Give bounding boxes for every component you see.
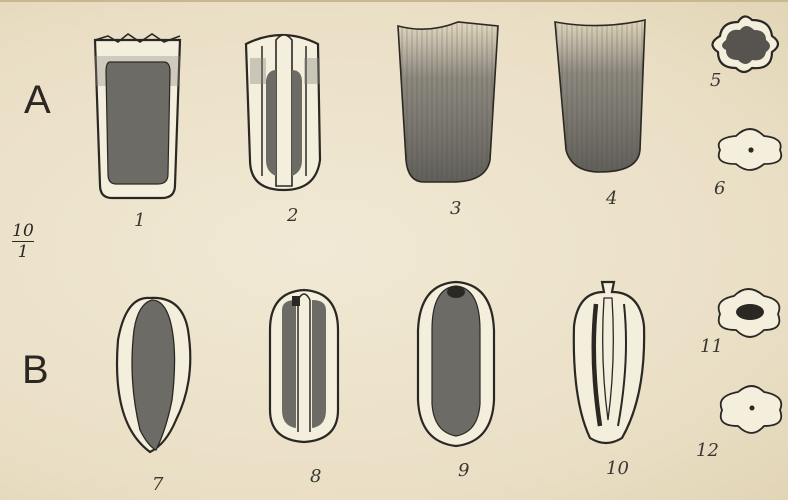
figure-number-1: 1 — [134, 210, 145, 231]
figure-number-4: 4 — [606, 188, 617, 209]
figure-number-12: 12 — [696, 440, 719, 461]
figure-9 — [418, 282, 494, 446]
figure-10 — [574, 282, 644, 443]
figure-number-9: 9 — [458, 460, 469, 481]
figure-2 — [246, 35, 320, 190]
row-label-b: B — [22, 348, 49, 393]
figure-1 — [95, 34, 180, 198]
row-label-a: A — [24, 78, 51, 123]
figure-number-2: 2 — [287, 205, 298, 226]
figure-7 — [117, 298, 190, 452]
figure-3 — [398, 22, 498, 182]
figure-12 — [721, 386, 782, 433]
figure-number-6: 6 — [714, 178, 725, 199]
figure-11 — [719, 289, 780, 337]
scale-denominator: 1 — [10, 243, 36, 261]
figure-8 — [270, 290, 338, 442]
figure-number-7: 7 — [152, 474, 163, 495]
figure-6 — [719, 129, 782, 170]
magnification-scale: 10 1 — [10, 222, 36, 261]
figure-number-8: 8 — [310, 466, 321, 487]
figure-4 — [555, 20, 645, 172]
figure-number-3: 3 — [450, 198, 461, 219]
figure-number-5: 5 — [710, 70, 721, 91]
scale-numerator: 10 — [10, 222, 36, 240]
figure-number-10: 10 — [606, 458, 629, 479]
figure-number-11: 11 — [700, 336, 723, 357]
figure-5 — [712, 16, 778, 72]
